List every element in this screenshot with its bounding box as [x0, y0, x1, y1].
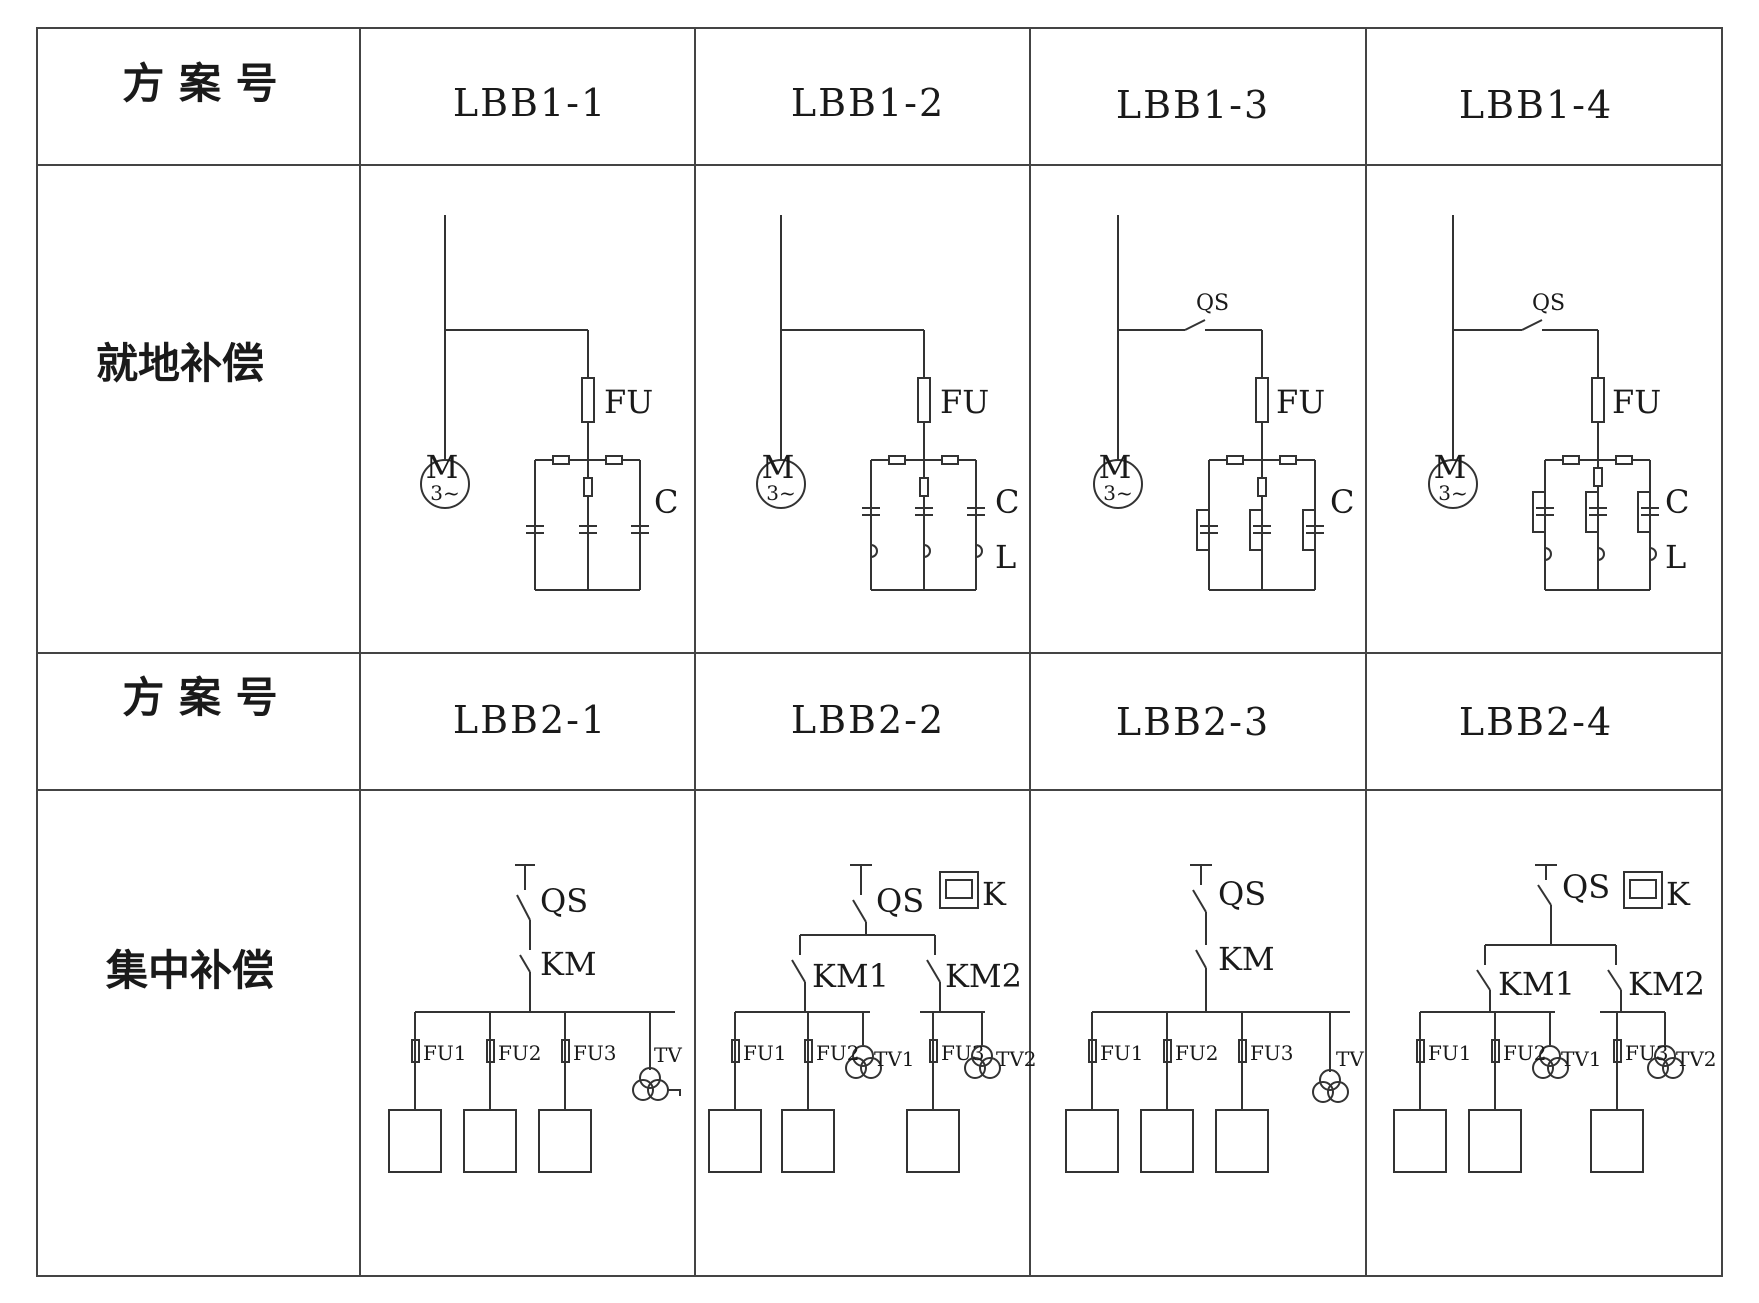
motor-sub-label: 3~: [430, 481, 459, 505]
motor-icon: [420, 459, 470, 509]
vt-2-label: TV2: [996, 1047, 1037, 1071]
diagram-lbb1-3: [1093, 215, 1324, 591]
scheme-number-header-2: 方 案 号: [122, 673, 277, 722]
contactor-1-label: KM1: [812, 957, 889, 995]
fuse-1-label: FU1: [423, 1041, 466, 1065]
motor-icon: [1093, 459, 1143, 509]
fuse-3-label: FU3: [573, 1041, 616, 1065]
motor-sub-label: 3~: [1438, 481, 1467, 505]
scheme-lbb2-1: LBB2-1: [453, 698, 607, 742]
scheme-lbb1-3: LBB1-3: [1116, 83, 1270, 127]
diagram-lbb1-1: [420, 215, 649, 591]
capacitor-label: C: [654, 483, 678, 521]
fuse-3-label: FU3: [1250, 1041, 1293, 1065]
table-grid: [36, 27, 1723, 1277]
local-compensation-label: 就地补偿: [96, 339, 264, 388]
central-compensation-label: 集中补偿: [105, 946, 274, 995]
contactor-2-label: KM2: [1628, 965, 1705, 1003]
motor-label: M: [426, 448, 459, 486]
motor-icon: [756, 459, 806, 509]
controller-label: K: [982, 875, 1007, 913]
motor-icon: [1428, 459, 1478, 509]
vt-1-label: TV1: [1561, 1047, 1602, 1071]
diagram-lbb1-4: [1428, 215, 1659, 591]
capacitor-label: C: [1665, 483, 1689, 521]
fuse-2-label: FU2: [1503, 1041, 1546, 1065]
fuse-3-label: FU3: [941, 1041, 984, 1065]
scheme-lbb2-2: LBB2-2: [791, 698, 945, 742]
scheme-number-header: 方 案 号: [122, 59, 277, 108]
switch-label: QS: [1562, 868, 1610, 906]
contactor-1-label: KM1: [1498, 965, 1575, 1003]
fuse-label: FU: [604, 383, 653, 421]
reactor-label: L: [1665, 538, 1686, 576]
fuse-label: FU: [940, 383, 989, 421]
switch-label: QS: [1532, 291, 1565, 316]
contactor-label: KM: [1218, 940, 1275, 978]
switch-label: QS: [876, 882, 924, 920]
fuse-2-label: FU2: [1175, 1041, 1218, 1065]
fuse-label: FU: [1612, 383, 1661, 421]
contactor-2-label: KM2: [945, 957, 1022, 995]
contactor-label: KM: [540, 945, 597, 983]
reactor-label: L: [995, 538, 1016, 576]
capacitor-label: C: [1330, 483, 1354, 521]
diagram-lbb2-2: [708, 864, 1001, 1173]
switch-label: QS: [1218, 875, 1266, 913]
diagram-lbb2-4: [1393, 864, 1684, 1173]
fuse-label: FU: [1276, 383, 1325, 421]
fuse-2-label: FU2: [498, 1041, 541, 1065]
switch-label: QS: [1196, 291, 1229, 316]
scheme-lbb2-3: LBB2-3: [1116, 700, 1270, 744]
vt-1-label: TV1: [874, 1047, 915, 1071]
fuse-3-label: FU3: [1625, 1041, 1668, 1065]
switch-label: QS: [540, 882, 588, 920]
vt-label: TV: [654, 1043, 682, 1067]
motor-sub-label: 3~: [1103, 481, 1132, 505]
vt-2-label: TV2: [1676, 1047, 1717, 1071]
motor-sub-label: 3~: [766, 481, 795, 505]
scheme-lbb1-1: LBB1-1: [453, 81, 607, 125]
scheme-lbb2-4: LBB2-4: [1459, 700, 1613, 744]
fuse-2-label: FU2: [816, 1041, 859, 1065]
motor-label: M: [1099, 448, 1132, 486]
fuse-1-label: FU1: [1428, 1041, 1471, 1065]
fuse-1-label: FU1: [743, 1041, 786, 1065]
fuse-1-label: FU1: [1100, 1041, 1143, 1065]
diagram-lbb2-3: [1065, 864, 1350, 1173]
capacitor-label: C: [995, 483, 1019, 521]
motor-label: M: [1434, 448, 1467, 486]
vt-label: TV: [1336, 1047, 1364, 1071]
scheme-lbb1-2: LBB1-2: [791, 81, 945, 125]
scheme-lbb1-4: LBB1-4: [1459, 83, 1613, 127]
controller-label: K: [1666, 875, 1691, 913]
diagram-lbb1-2: [756, 215, 985, 591]
motor-label: M: [762, 448, 795, 486]
diagram-lbb2-1: [388, 864, 681, 1173]
